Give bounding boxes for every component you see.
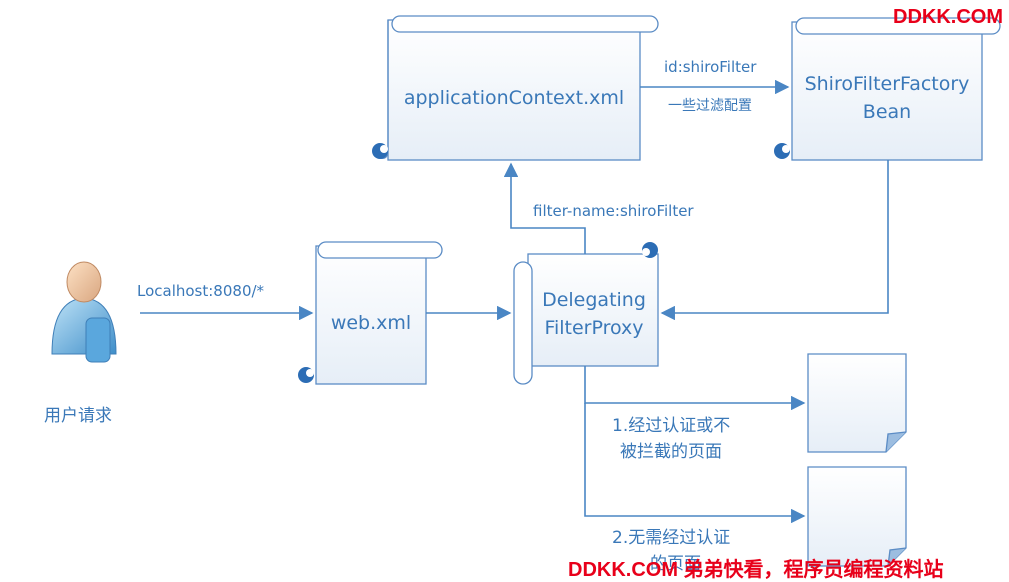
edge-delegating-to-page2 (584, 403, 806, 524)
edge-label-filter-name: filter-name:shiroFilter (533, 202, 694, 220)
edge-label-auth1-line1: 1.经过认证或不 (612, 416, 731, 436)
delegating-label-line1: Delegating (542, 289, 646, 311)
user-person-icon (51, 261, 117, 363)
delegating-label-line2: FilterProxy (544, 317, 644, 339)
edge-label-auth2-line2: 的页面 (650, 554, 701, 574)
shiro-factory-label-line1: ShiroFilterFactory (804, 73, 970, 95)
edge-lines (140, 79, 889, 524)
edge-label-filter-config: 一些过滤配置 (668, 98, 752, 114)
delegating-filter-proxy-scroll (513, 242, 659, 385)
watermark-top: DDKK.COM (893, 6, 1003, 28)
edge-factory-to-delegating (660, 160, 889, 321)
edge-label-localhost: Localhost:8080/* (137, 282, 265, 300)
page-icon-no-auth (807, 466, 907, 567)
web-xml-label: web.xml (330, 312, 412, 334)
web-xml-scroll (298, 241, 443, 385)
shiro-filter-factory-scroll (774, 17, 1001, 161)
app-context-label: applicationContext.xml (403, 87, 625, 109)
edge-delegating-to-appcontext (503, 162, 586, 254)
edge-label-auth1-line2: 被拦截的页面 (620, 442, 722, 462)
edge-delegating-to-page1 (584, 366, 806, 411)
edge-label-auth2-line1: 2.无需经过认证 (612, 528, 731, 548)
application-context-scroll (372, 15, 659, 161)
watermark-bottom: DDKK.COM 弟弟快看，程序员编程资料站 (568, 559, 944, 581)
user-label: 用户请求 (44, 406, 112, 426)
shiro-factory-label-line2: Bean (862, 101, 912, 123)
page-icon-authenticated (807, 353, 907, 453)
edge-label-id-shiro: id:shiroFilter (664, 58, 757, 76)
